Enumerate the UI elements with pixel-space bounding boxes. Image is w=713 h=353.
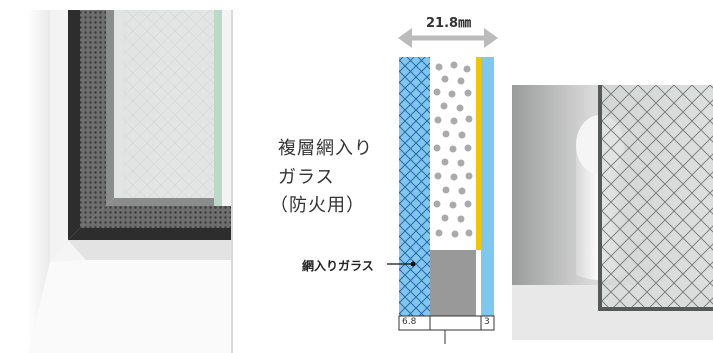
- window-frame-illustration: [28, 10, 263, 353]
- sealant-strip: [476, 57, 481, 250]
- wired-glass-sample-photo: [512, 85, 713, 340]
- float-glass-thickness: 3: [484, 317, 490, 327]
- total-thickness-label: 21.8㎜: [426, 16, 472, 31]
- glass-cross-section-diagram: 21.8㎜: [262, 0, 502, 353]
- air-spacer-layer: [430, 57, 476, 250]
- wired-glass-thickness: 6.8: [402, 317, 417, 327]
- product-name-line-2: ガラス: [278, 167, 335, 188]
- window-frame-photo: [28, 10, 263, 353]
- product-name-line-3: （防火用）: [270, 195, 365, 216]
- desiccant-dots: [433, 61, 473, 238]
- spacer-block: [430, 250, 476, 316]
- thickness-arrow: [398, 28, 498, 48]
- product-name-line-1: 複層網入り: [278, 138, 373, 159]
- float-glass-layer: [481, 57, 494, 316]
- cross-section-svg: [387, 28, 498, 344]
- wired-glass-layer: [399, 57, 430, 316]
- wired-glass-sample-illustration: [512, 85, 713, 340]
- wired-glass-callout: 網入りガラス: [302, 259, 374, 273]
